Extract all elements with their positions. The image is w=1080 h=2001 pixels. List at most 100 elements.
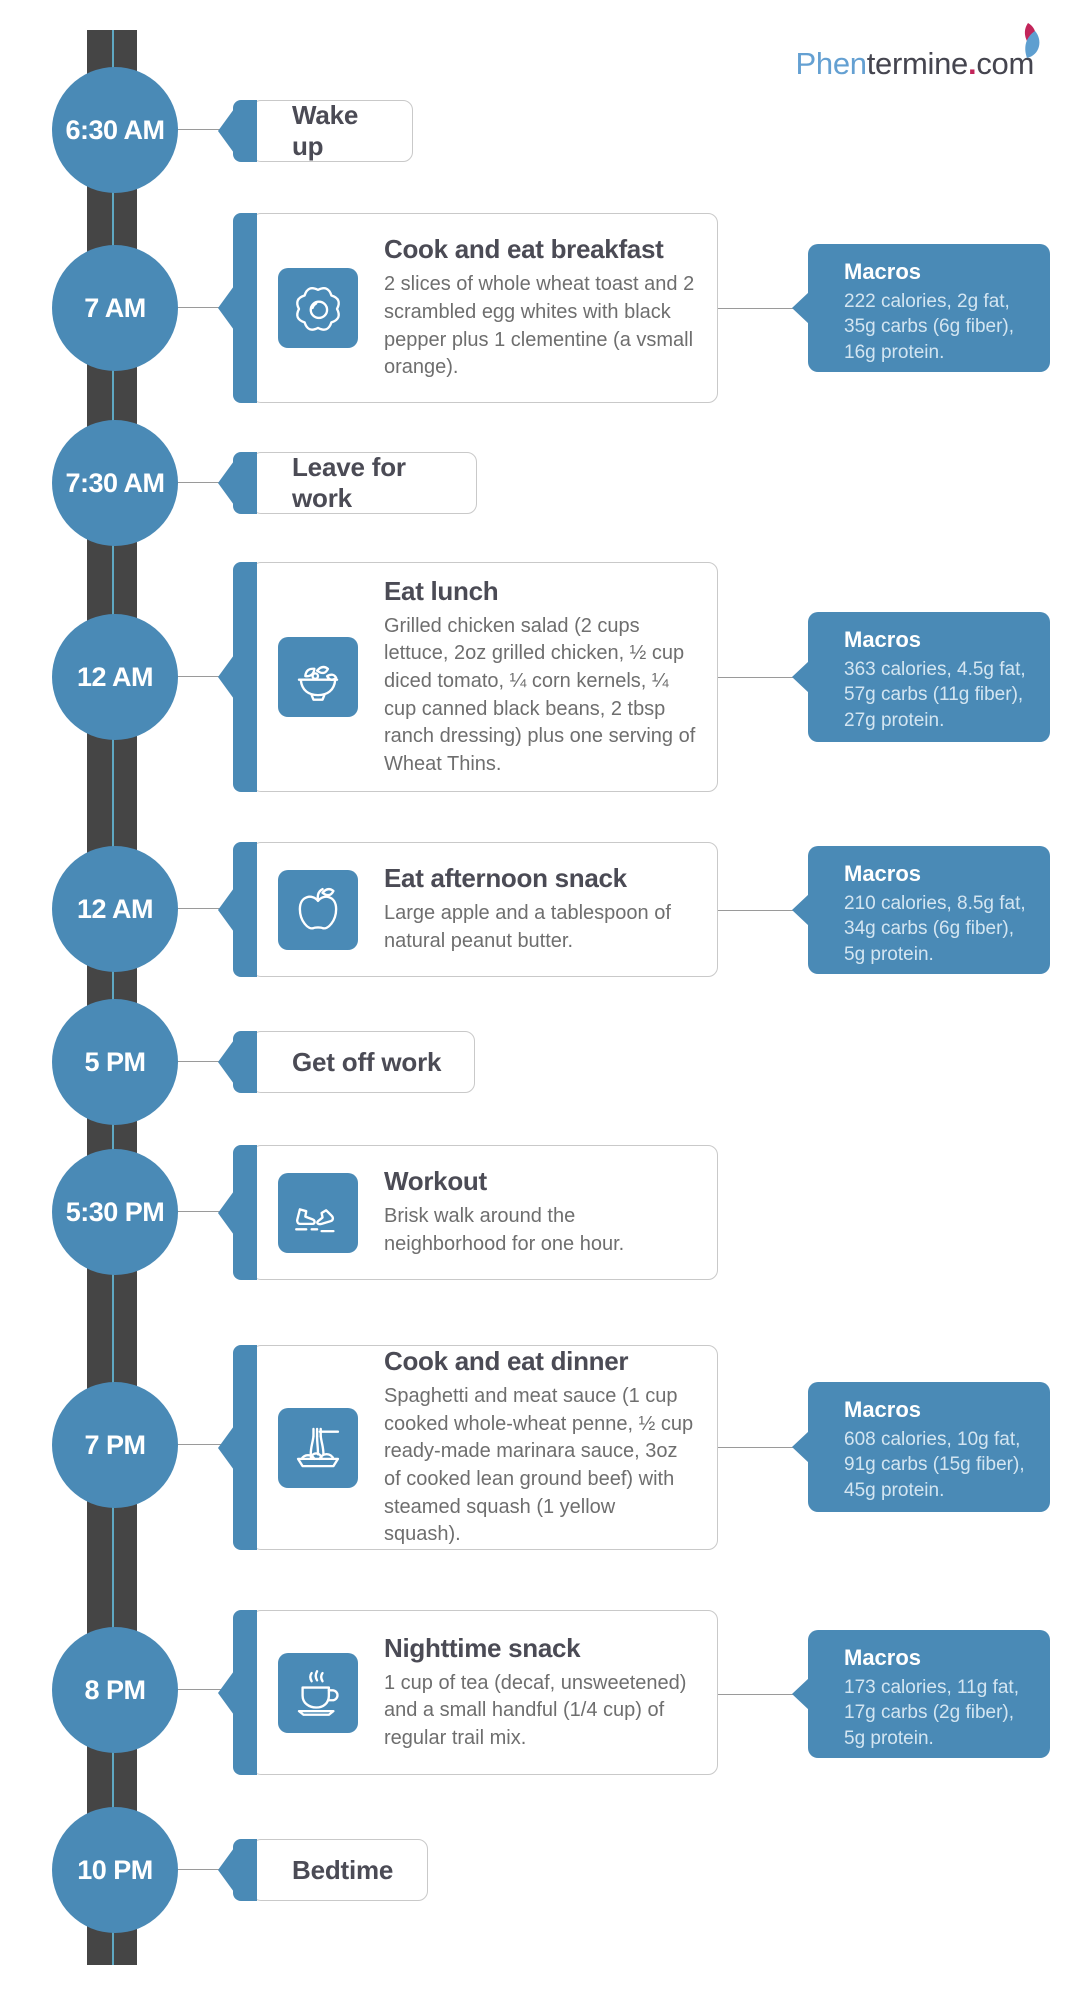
time-circle: 8 PM xyxy=(52,1627,178,1753)
card-tab xyxy=(218,1610,257,1775)
card-label: Leave for work xyxy=(292,452,406,513)
macros-bubble: Macros 363 calories, 4.5g fat, 57g carbs… xyxy=(792,612,1050,742)
card-title: Cook and eat breakfast xyxy=(384,234,664,265)
macros-bubble: Macros 222 calories, 2g fat, 35g carbs (… xyxy=(792,244,1050,372)
card-description: Large apple and a tablespoon of natural … xyxy=(384,902,671,952)
tab-arrow xyxy=(218,655,234,699)
card-title: Nighttime snack xyxy=(384,1632,581,1663)
macros-connector-line xyxy=(716,910,794,911)
card-title: Eat afternoon snack xyxy=(384,863,627,894)
time-label: 10 PM xyxy=(77,1854,153,1885)
time-label: 8 PM xyxy=(84,1674,146,1705)
card-tab xyxy=(218,452,257,514)
macros-title: Macros xyxy=(844,1397,922,1422)
card-title: Cook and eat dinner xyxy=(384,1346,629,1377)
time-circle: 5 PM xyxy=(52,999,178,1125)
card-tab xyxy=(218,562,257,792)
macros-bubble: Macros 173 calories, 11g fat, 17g carbs … xyxy=(792,1630,1050,1758)
connector-line xyxy=(174,1689,230,1690)
macros-bubble: Macros 210 calories, 8.5g fat, 34g carbs… xyxy=(792,846,1050,974)
card-title: Eat lunch xyxy=(384,575,499,606)
card-description: Brisk walk around the neighborhood for o… xyxy=(384,1205,625,1255)
event-card: Bedtime xyxy=(218,1839,428,1901)
logo-text-termine: termine xyxy=(866,46,969,81)
connector-line xyxy=(174,1444,230,1445)
card-description: 1 cup of tea (decaf, unsweetened) and a … xyxy=(384,1671,687,1749)
time-circle: 7:30 AM xyxy=(52,420,178,546)
connector-line xyxy=(174,908,230,909)
card-label: Get off work xyxy=(292,1046,442,1077)
connector-line xyxy=(174,1211,230,1212)
walking-shoes-icon xyxy=(278,1172,358,1253)
time-circle: 12 AM xyxy=(52,614,178,740)
event-card: Get off work xyxy=(218,1031,475,1093)
salad-bowl-icon xyxy=(278,637,358,717)
time-label: 5:30 PM xyxy=(65,1196,165,1227)
logo-text-phen: Phen xyxy=(795,46,868,81)
macros-title: Macros xyxy=(844,259,922,284)
event-card: Eat afternoon snack Large apple and a ta… xyxy=(218,842,718,977)
tab-arrow xyxy=(218,887,234,932)
event-card: Leave for work xyxy=(218,452,477,514)
card-description: Spaghetti and meat sauce (1 cup cooked w… xyxy=(384,1385,694,1546)
spaghetti-icon xyxy=(278,1407,358,1488)
teacup-icon xyxy=(278,1652,358,1733)
event-card: Nighttime snack 1 cup of tea (decaf, uns… xyxy=(218,1610,718,1775)
time-circle: 7 AM xyxy=(52,245,178,371)
card-tab xyxy=(218,1031,257,1093)
card-tab xyxy=(218,1839,257,1901)
connector-line xyxy=(174,1869,230,1870)
tab-arrow xyxy=(218,1670,234,1715)
macros-text: 222 calories, 2g fat, 35g carbs (6g fibe… xyxy=(844,291,1015,363)
macros-bubble: Macros 608 calories, 10g fat, 91g carbs … xyxy=(792,1382,1050,1512)
macros-connector-line xyxy=(716,308,794,309)
connector-line xyxy=(174,1061,230,1062)
time-circle: 7 PM xyxy=(52,1382,178,1508)
card-label: Wake up xyxy=(292,100,359,161)
tab-arrow xyxy=(218,109,234,153)
macros-title: Macros xyxy=(844,861,922,886)
time-label: 5 PM xyxy=(84,1046,146,1077)
tab-arrow xyxy=(218,461,234,505)
connector-line xyxy=(174,129,230,130)
macros-text: 363 calories, 4.5g fat, 57g carbs (11g f… xyxy=(844,659,1026,731)
connector-line xyxy=(174,676,230,677)
time-circle: 10 PM xyxy=(52,1807,178,1933)
macros-text: 210 calories, 8.5g fat, 34g carbs (6g fi… xyxy=(844,893,1026,965)
event-card: Cook and eat dinner Spaghetti and meat s… xyxy=(218,1345,718,1550)
macros-connector-line xyxy=(716,1694,794,1695)
time-label: 7 AM xyxy=(84,292,146,323)
time-label: 7:30 AM xyxy=(65,467,165,498)
connector-line xyxy=(174,482,230,483)
time-label: 6:30 AM xyxy=(65,114,165,145)
card-tab xyxy=(218,1345,257,1550)
tab-arrow xyxy=(218,1190,234,1235)
tab-arrow xyxy=(218,1848,234,1892)
macros-title: Macros xyxy=(844,627,922,652)
card-label: Bedtime xyxy=(292,1854,394,1885)
card-description: Grilled chicken salad (2 cups lettuce, 2… xyxy=(384,614,696,775)
fried-egg-icon xyxy=(278,268,358,348)
event-card: Wake up xyxy=(218,100,413,162)
event-card: Workout Brisk walk around the neighborho… xyxy=(218,1145,718,1280)
tab-arrow xyxy=(218,1040,234,1084)
brand-logo: Phentermine.com xyxy=(795,23,1040,82)
macros-text: 608 calories, 10g fat, 91g carbs (15g fi… xyxy=(844,1429,1025,1501)
time-circle: 6:30 AM xyxy=(52,67,178,193)
time-label: 12 AM xyxy=(76,893,154,924)
card-tab xyxy=(218,100,257,162)
macros-text: 173 calories, 11g fat, 17g carbs (2g fib… xyxy=(844,1677,1019,1749)
card-tab xyxy=(218,842,257,977)
card-title: Workout xyxy=(384,1166,487,1197)
macros-connector-line xyxy=(716,677,794,678)
logo-leaf-icon xyxy=(1024,23,1040,58)
tab-arrow xyxy=(218,1425,234,1470)
event-card: Eat lunch Grilled chicken salad (2 cups … xyxy=(218,562,718,792)
tab-arrow xyxy=(218,286,234,330)
card-description: 2 slices of whole wheat toast and 2 scra… xyxy=(384,273,695,379)
time-circle: 12 AM xyxy=(52,846,178,972)
card-tab xyxy=(218,213,257,403)
macros-connector-line xyxy=(716,1447,794,1448)
logo-text-com: com xyxy=(976,46,1034,81)
card-tab xyxy=(218,1145,257,1280)
